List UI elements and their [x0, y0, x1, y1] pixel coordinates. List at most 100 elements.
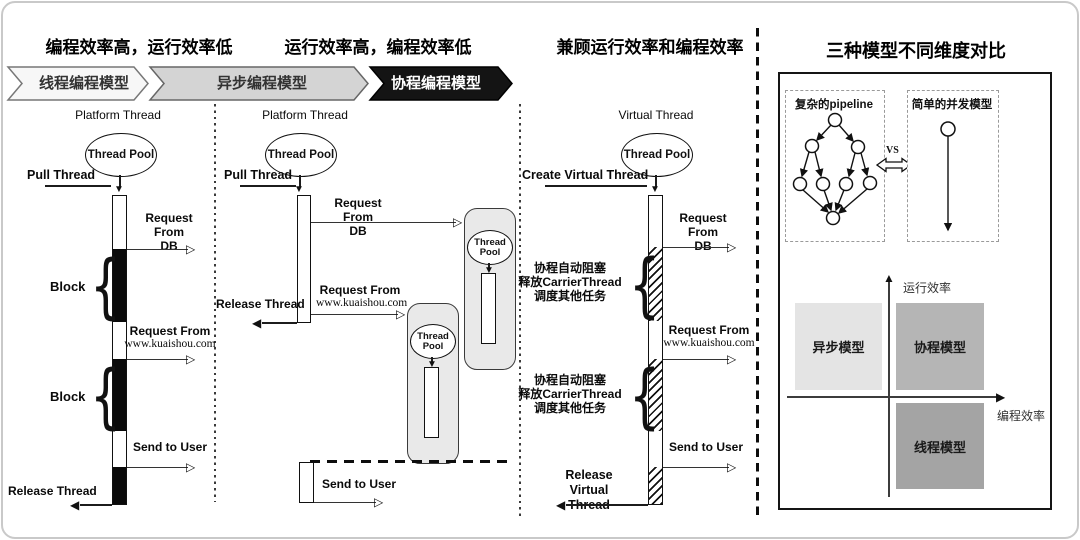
release-virtual-line1: Release Virtual: [565, 468, 613, 497]
col2-worker1-line: [488, 263, 490, 270]
request-from-text: Request From: [319, 283, 401, 297]
col3-auto-block-label-2: 协程自动阻塞 释放CarrierThread 调度其他任务: [512, 373, 628, 415]
pipeline-dag-graphic: [792, 112, 878, 226]
arrow-left-solid-icon: ◀: [70, 498, 80, 512]
arrow-right-solid-icon: ▶: [996, 390, 1006, 404]
arrow-down-icon: ▼: [294, 184, 304, 195]
col1-block-label-1: Block: [50, 279, 86, 294]
quadrant-async-box: 异步模型: [795, 303, 882, 390]
col2-release-thread-label: Release Thread: [216, 297, 305, 311]
col2-send-user-label: Send to User: [322, 477, 397, 491]
coroutine-block-line2: 释放CarrierThread: [518, 387, 622, 402]
col2-worker2-bar: [424, 367, 439, 438]
col1-block-segment-1: [113, 249, 126, 322]
col3-create-virtual-thread-label: Create Virtual Thread: [522, 168, 649, 182]
col2-worker1-bar: [481, 273, 496, 344]
banner-arrow-thread: [6, 66, 149, 101]
col2-worker2-line: [431, 357, 433, 364]
col2-platform-thread-label: Platform Thread: [262, 108, 348, 122]
header-async-model: 运行效率高，编程效率低: [284, 38, 472, 57]
col1-thread-pool-ellipse: Thread Pool: [85, 133, 157, 177]
request-from-text: Request From: [145, 211, 193, 240]
brace-icon: {: [629, 244, 661, 326]
arrow-right-hollow-icon: ▷: [186, 352, 196, 366]
col3-suspend-segment-2: [649, 359, 662, 431]
col2-callback-bar: [299, 462, 314, 503]
col3-request-db-label: Request From DB: [664, 211, 742, 253]
brace-icon: {: [90, 245, 122, 327]
db-text: DB: [349, 224, 367, 239]
col1-release-thread-label: Release Thread: [8, 484, 97, 498]
quadrant-x-axis: [787, 396, 999, 398]
col2-lifeline-bar: [297, 195, 311, 323]
col1-request-db-line: [127, 249, 188, 251]
col1-request-db-label: Request From DB: [130, 211, 208, 253]
col3-request-kuaishou-label: Request From www.kuaishou.com: [660, 323, 758, 351]
banner-label-thread: 线程编程模型: [38, 75, 130, 92]
col1-send-user-label: Send to User: [133, 440, 208, 454]
quadrant-y-axis-label: 运行效率: [903, 281, 952, 295]
quadrant-thread-box: 线程模型: [896, 403, 984, 489]
request-from-text: Request From: [129, 324, 211, 338]
request-from-text: Request From: [679, 211, 727, 240]
kuaishou-url-text: www.kuaishou.com: [124, 338, 216, 351]
arrow-left-solid-icon: ◀: [556, 498, 566, 512]
col3-send-user-line: [663, 467, 729, 469]
quadrant-coroutine-box: 协程模型: [896, 303, 984, 390]
request-from-text: Request From: [334, 196, 382, 225]
arrow-down-icon: ▼: [114, 184, 124, 195]
kuaishou-url-text: www.kuaishou.com: [663, 337, 755, 350]
banner-arrows-graphic: [6, 66, 513, 101]
col1-platform-thread-label: Platform Thread: [75, 108, 161, 122]
col1-request-kuaishou-label: Request From www.kuaishou.com: [122, 324, 218, 352]
col1-block-segment-3: [113, 467, 126, 504]
col1-lifeline-bar: [112, 195, 127, 505]
arrow-right-hollow-icon: ▷: [396, 307, 406, 321]
arrow-up-solid-icon: ▲: [883, 271, 895, 285]
arrow-right-hollow-icon: ▷: [453, 215, 463, 229]
col1-pull-thread-line: [45, 185, 111, 187]
arrow-down-icon: ▼: [484, 265, 494, 276]
col1-block-label-2: Block: [50, 389, 86, 404]
col3-send-user-label: Send to User: [669, 440, 744, 454]
header-coroutine-model: 兼顾运行效率和编程效率: [556, 38, 744, 57]
arrow-down-icon: ▼: [427, 359, 437, 370]
simple-model-label: 简单的并发模型: [911, 99, 993, 111]
separator-col1-col2: [214, 104, 216, 502]
col2-thread-pool-ellipse: Thread Pool: [265, 133, 337, 177]
db-text: DB: [664, 239, 742, 253]
brace-icon: {: [90, 355, 122, 437]
col3-release-line: [566, 504, 648, 506]
banner-label-coroutine: 协程编程模型: [390, 75, 482, 92]
arrow-right-hollow-icon: ▷: [374, 495, 384, 509]
arrow-right-hollow-icon: ▷: [186, 460, 196, 474]
col3-virtual-thread-label: Virtual Thread: [618, 108, 694, 122]
coroutine-block-line3: 调度其他任务: [533, 401, 606, 416]
arrow-left-solid-icon: ◀: [252, 316, 262, 330]
col2-send-user-line: [314, 502, 376, 504]
banner-arrow-async: [148, 66, 369, 101]
arrow-right-hollow-icon: ▷: [727, 352, 737, 366]
col1-send-user-line: [127, 467, 188, 469]
quadrant-x-axis-label: 编程效率: [997, 409, 1046, 423]
comparison-panel-box: [778, 72, 1052, 510]
col1-request-kuaishou-line: [127, 359, 188, 361]
header-thread-model: 编程效率高，运行效率低: [45, 38, 233, 57]
quadrant-y-axis: [888, 281, 890, 497]
col3-request-kuaishou-line: [663, 359, 729, 361]
banner-label-async: 异步编程模型: [216, 75, 308, 92]
separator-col3-panel: [756, 28, 759, 516]
arrow-right-hollow-icon: ▷: [727, 240, 737, 254]
col1-pull-thread-label: Pull Thread: [27, 168, 96, 182]
col3-thread-pool-ellipse: Thread Pool: [621, 133, 693, 177]
col3-suspend-segment-3: [649, 467, 662, 504]
brace-icon: {: [629, 355, 661, 437]
db-text: DB: [160, 239, 178, 254]
col2-pool-to-bar-line: [299, 175, 301, 188]
vs-label: vs: [886, 142, 899, 157]
col2-request-kuaishou-line: [311, 314, 398, 316]
col3-auto-block-label-1: 协程自动阻塞 释放CarrierThread 调度其他任务: [512, 261, 628, 303]
col2-release-line: [262, 322, 297, 324]
request-from-text: Request From: [668, 323, 750, 337]
